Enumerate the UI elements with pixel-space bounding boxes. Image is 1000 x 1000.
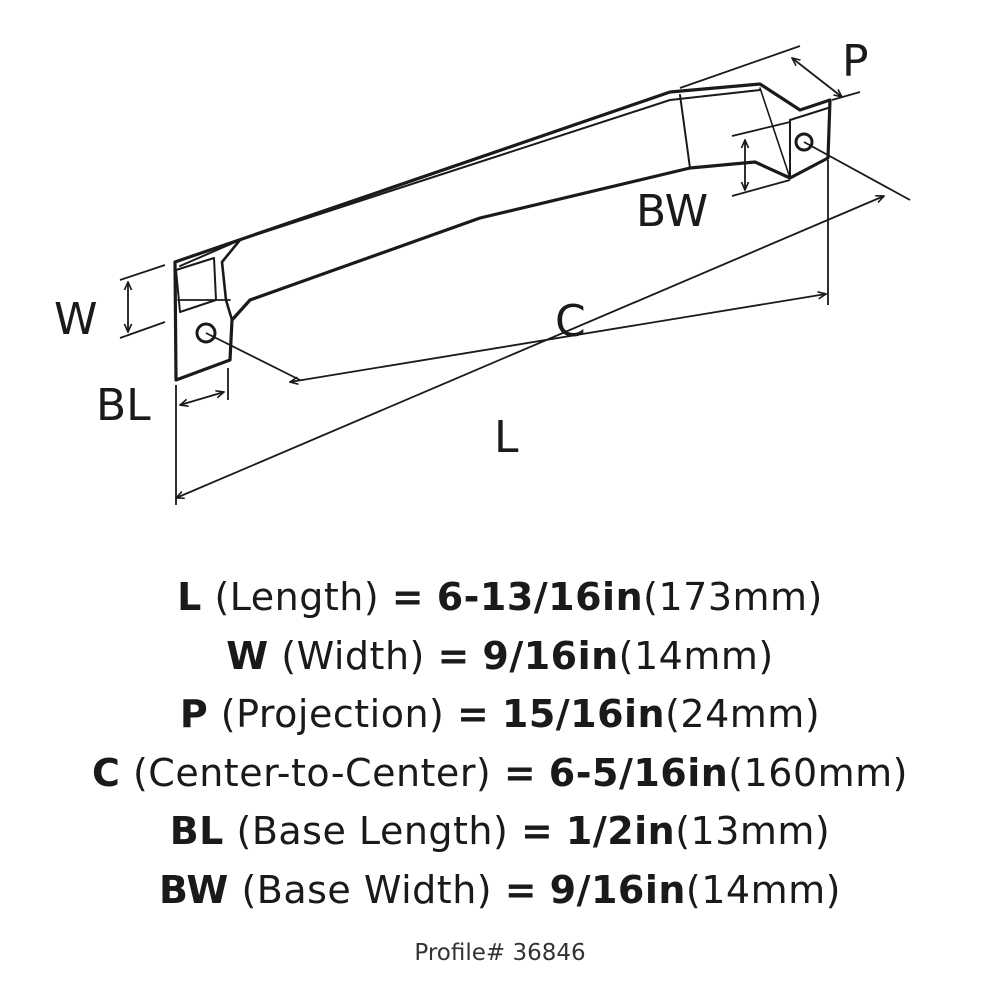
spec-length: L (Length) = 6-13/16in(173mm): [0, 568, 1000, 627]
dimension-spec-list: L (Length) = 6-13/16in(173mm) W (Width) …: [0, 568, 1000, 919]
label-bw: BW: [636, 186, 708, 237]
spec-equals: =: [520, 809, 554, 853]
spec-code: P: [179, 692, 209, 736]
spec-metric: (13mm): [675, 809, 831, 853]
profile-number: Profile# 36846: [414, 940, 586, 966]
spec-metric: (24mm): [665, 692, 821, 736]
spec-name: (Length): [214, 575, 380, 619]
spec-code: C: [91, 750, 121, 795]
spec-metric: (14mm): [685, 867, 841, 912]
spec-metric: (173mm): [643, 575, 823, 619]
spec-name: (Width): [281, 633, 425, 678]
spec-imperial: 15/16in: [501, 692, 666, 736]
spec-imperial: 9/16in: [482, 633, 619, 678]
spec-imperial: 9/16in: [549, 867, 686, 912]
spec-imperial: 1/2in: [565, 809, 676, 853]
spec-code: L: [177, 575, 202, 619]
spec-code: BL: [169, 809, 224, 853]
spec-name: (Base Width): [241, 867, 493, 912]
spec-width: W (Width) = 9/16in(14mm): [0, 627, 1000, 686]
handle-outline: [173, 82, 832, 382]
spec-base-width: BW (Base Width) = 9/16in(14mm): [0, 861, 1000, 920]
spec-metric: (14mm): [618, 633, 774, 678]
spec-name: (Projection): [220, 692, 445, 736]
handle-dimension-drawing: P BW W C BL L: [54, 36, 911, 505]
spec-name: (Center-to-Center): [132, 750, 492, 795]
spec-base-length: BL (Base Length) = 1/2in(13mm): [0, 802, 1000, 861]
label-bl: BL: [96, 380, 151, 431]
spec-imperial: 6-5/16in: [548, 750, 729, 795]
label-l: L: [494, 412, 519, 463]
label-c: C: [555, 296, 586, 347]
spec-code: BW: [159, 867, 229, 912]
spec-equals: =: [503, 750, 537, 795]
spec-metric: (160mm): [728, 750, 909, 795]
spec-equals: =: [391, 575, 425, 619]
spec-equals: =: [437, 633, 470, 678]
spec-center-to-center: C (Center-to-Center) = 6-5/16in(160mm): [0, 744, 1000, 803]
label-w: W: [54, 294, 98, 345]
spec-projection: P (Projection) = 15/16in(24mm): [0, 685, 1000, 744]
spec-code: W: [226, 633, 269, 678]
label-p: P: [842, 36, 869, 87]
spec-equals: =: [456, 692, 490, 736]
spec-imperial: 6-13/16in: [436, 575, 644, 619]
spec-equals: =: [504, 867, 538, 912]
spec-name: (Base Length): [236, 809, 509, 853]
dimension-lines: [119, 45, 911, 505]
